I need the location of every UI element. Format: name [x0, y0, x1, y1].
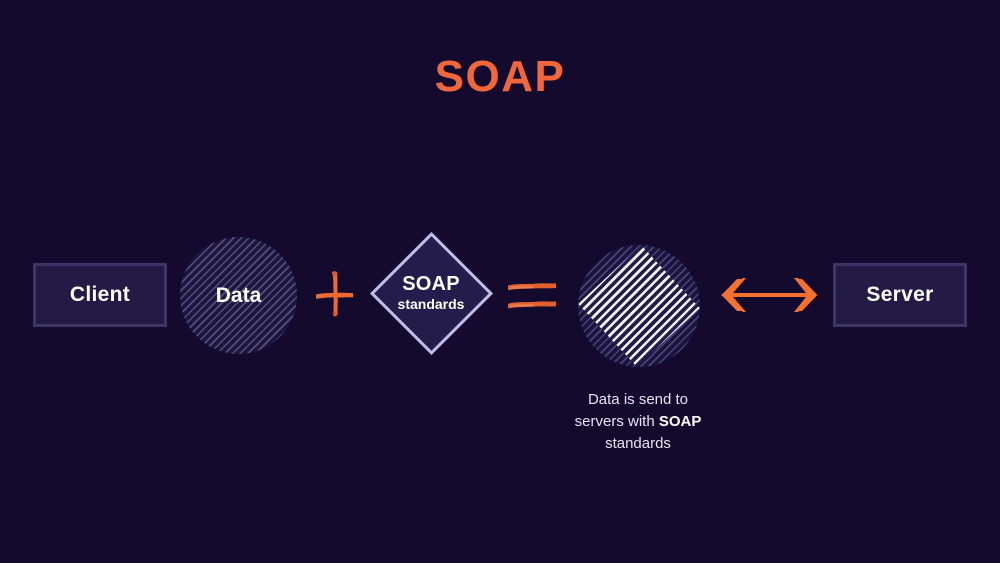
plus-icon	[316, 271, 353, 317]
page-title: SOAP	[434, 52, 566, 101]
caption-line-2-prefix: servers with	[574, 413, 659, 430]
soap-result-node	[578, 245, 700, 367]
soap-standards-secondary-label: standards	[397, 296, 465, 313]
caption-line-1: Data is send to	[587, 391, 689, 408]
caption-line-3: standards	[605, 435, 671, 452]
soap-standards-text: SOAP standards	[371, 229, 491, 357]
equals-icon	[508, 283, 556, 309]
bidirectional-arrow-icon	[721, 278, 818, 312]
soap-standards-primary-label: SOAP	[402, 273, 460, 296]
client-node-label: Client	[69, 283, 131, 306]
plus-sign	[311, 268, 357, 320]
server-node: Server	[833, 263, 967, 327]
data-node-hatch-pattern	[180, 237, 297, 354]
caption-line-2-bold: SOAP	[658, 413, 702, 430]
bidirectional-arrow	[718, 275, 820, 315]
data-node: Data	[180, 237, 297, 354]
equals-sign	[506, 272, 558, 318]
data-node-label: Data	[215, 283, 262, 307]
soap-standards-node: SOAP standards	[369, 229, 493, 357]
soap-result-caption: Data is send to servers with SOAP standa…	[538, 389, 738, 455]
server-node-label: Server	[866, 283, 934, 306]
client-node: Client	[33, 263, 167, 327]
